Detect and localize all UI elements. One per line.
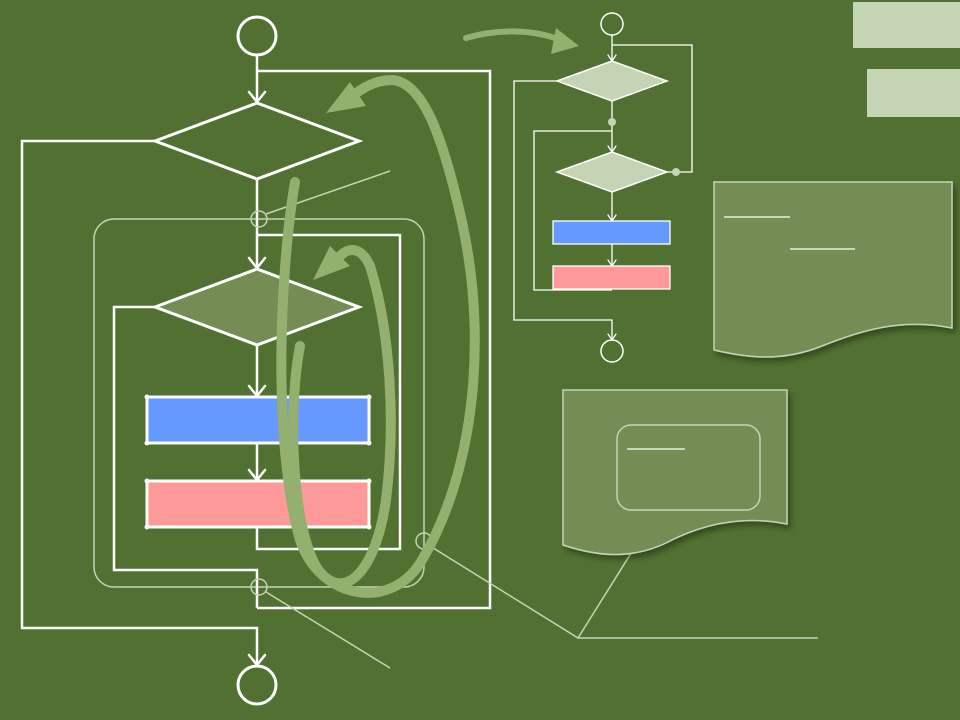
- curved-pointer-arrow: [463, 28, 563, 43]
- top-right-blocks: [853, 2, 960, 117]
- outer-loop-cycle-arrow: [276, 74, 480, 598]
- corner-handle: [144, 440, 150, 446]
- corner-handle: [144, 524, 150, 530]
- pink-process-box: [145, 479, 371, 529]
- outer-loop-arrowhead: [326, 82, 366, 113]
- document-shape-1: [713, 181, 953, 358]
- top-right-block-1: [853, 2, 960, 48]
- mini-inner-loop-line: [533, 130, 612, 291]
- inner-loop-entry-marker: [250, 210, 268, 228]
- outer-loop-condition-diamond: [150, 101, 364, 181]
- mini-inner-condition-diamond: [554, 151, 670, 193]
- mini-outer-condition-diamond: [554, 60, 670, 102]
- pointer-to-mini-chart: [463, 28, 579, 54]
- large-flowchart: [20, 15, 818, 706]
- corner-handle: [366, 478, 372, 484]
- blue-box-corner-handles: [144, 394, 372, 446]
- corner-handle: [366, 394, 372, 400]
- mini-flowchart: [513, 12, 693, 363]
- top-right-block-2: [867, 69, 960, 117]
- mini-junction-dot: [608, 118, 616, 126]
- mini-outer-exit-line: [513, 80, 613, 340]
- inner-loop-exit-marker: [250, 578, 268, 596]
- start-terminal: [236, 15, 278, 57]
- inner-exit-line: [112, 305, 259, 608]
- callout-line-exit: [265, 591, 391, 669]
- mini-blue-process-box: [552, 220, 671, 245]
- inner-loop-cycle-arrow: [288, 245, 396, 589]
- blue-process-box: [145, 395, 371, 445]
- outer-exit-line: [20, 139, 259, 665]
- mini-junction-dot: [672, 168, 680, 176]
- end-terminal: [236, 664, 278, 706]
- mini-pink-process-box: [552, 265, 671, 290]
- corner-handle: [366, 440, 372, 446]
- mini-end-terminal: [600, 339, 624, 363]
- inner-loop-condition-diamond: [150, 267, 364, 347]
- curved-pointer-arrowhead: [551, 28, 579, 54]
- inner-loop-arrowhead: [313, 246, 350, 280]
- document-body: [713, 181, 953, 358]
- corner-handle: [144, 478, 150, 484]
- inner-loop-return-line: [255, 233, 402, 551]
- outer-loop-return-line: [257, 69, 492, 610]
- inner-loop-scope-frame: [93, 218, 425, 588]
- pink-box-corner-handles: [144, 478, 372, 530]
- document-2-inner-frame: [616, 424, 761, 511]
- mini-start-terminal: [600, 12, 624, 36]
- corner-handle: [144, 394, 150, 400]
- corner-handle: [366, 524, 372, 530]
